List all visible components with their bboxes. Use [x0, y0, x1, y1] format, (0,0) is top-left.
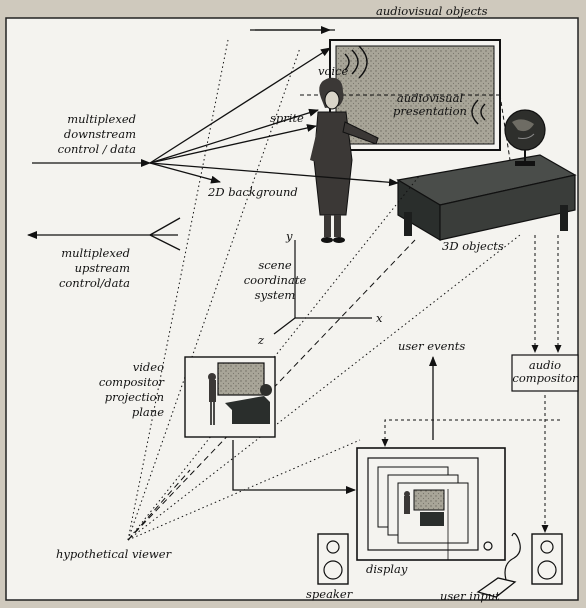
display-monitor	[356, 447, 506, 561]
presentation-screen	[329, 39, 501, 151]
label-speaker: speaker	[306, 587, 353, 601]
video-line-2: compositor	[98, 375, 164, 389]
plane-to-display-arrow	[232, 440, 356, 494]
objects-3d-arrow	[149, 162, 399, 187]
label-scene-coordinate-system: scene coordinate system	[240, 258, 310, 303]
voice-wave-icon	[344, 45, 368, 79]
label-2d-background: 2D background	[208, 185, 298, 199]
screen-wave-icon	[471, 99, 486, 125]
label-downstream: multiplexed downstream control / data	[20, 112, 136, 157]
label-audiovisual-presentation: audiovisual presentation	[390, 92, 470, 118]
label-audio-compositor: audio compositor	[512, 359, 578, 385]
label-axis-y: y	[286, 229, 293, 243]
label-3d-objects: 3D objects	[442, 239, 504, 253]
downstream-line-2: downstream	[63, 127, 136, 141]
upstream-arrows	[27, 217, 181, 251]
audio-line-2: compositor	[512, 371, 578, 385]
label-axis-x: x	[376, 311, 383, 325]
video-line-1: video	[132, 360, 164, 374]
label-display: display	[366, 562, 408, 576]
label-user-input: user input	[440, 589, 500, 603]
audio-compositor-box	[511, 354, 579, 392]
label-upstream: multiplexed upstream control/data	[30, 246, 130, 291]
downstream-line-1: multiplexed	[67, 112, 136, 126]
presentation-line-1: audiovisual	[396, 91, 464, 105]
speaker-right-icon	[531, 533, 563, 585]
presentation-line-2: presentation	[393, 104, 467, 118]
video-line-4: plane	[131, 405, 164, 419]
globe-icon	[504, 109, 546, 166]
label-hypothetical-viewer: hypothetical viewer	[56, 547, 172, 561]
upstream-line-3: control/data	[58, 276, 130, 290]
upstream-line-2: upstream	[74, 261, 130, 275]
audio-path-lines	[531, 235, 562, 533]
audio-line-1: audio	[528, 358, 562, 372]
scene-line-2: coordinate	[243, 273, 307, 287]
presenter-sprite	[310, 77, 379, 243]
background-arrow	[149, 162, 221, 184]
label-user-events: user events	[398, 339, 466, 353]
voice-arrow	[149, 108, 319, 164]
label-video-compositor: video compositor projection plane	[84, 360, 164, 420]
sprite-arrow	[149, 124, 317, 164]
scene-line-3: system	[254, 288, 296, 302]
mouse-icon	[476, 532, 521, 598]
label-axis-z: z	[258, 333, 265, 347]
label-sprite: sprite	[270, 111, 304, 125]
screen-arrow	[149, 47, 331, 164]
speaker-left-icon	[317, 533, 349, 585]
label-voice: voice	[318, 64, 349, 78]
scene-line-1: scene	[258, 258, 292, 272]
label-audiovisual-objects: audiovisual objects	[376, 4, 488, 18]
scene-axes	[273, 240, 372, 335]
downstream-line-3: control / data	[57, 142, 136, 156]
projection-plane	[184, 356, 276, 438]
video-line-3: projection	[104, 390, 164, 404]
upstream-line-1: multiplexed	[61, 246, 130, 260]
desk-3d-object	[396, 154, 577, 242]
